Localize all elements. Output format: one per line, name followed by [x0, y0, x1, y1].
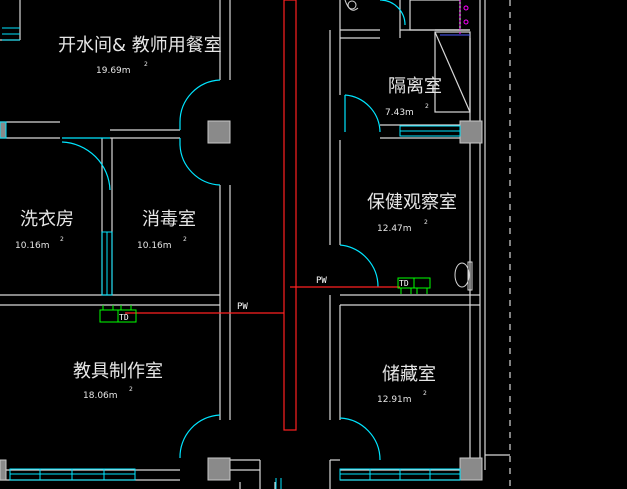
power-lines: [125, 0, 400, 431]
sockets: TD TD: [99, 277, 431, 323]
socket-left-1: [99, 305, 119, 323]
room-area: 7.43m: [385, 108, 414, 118]
column: [207, 120, 231, 144]
walls: [0, 0, 511, 489]
room-area: 10.16m: [15, 241, 50, 251]
room-area-unit: 2: [424, 219, 428, 226]
pw-label-right: PW: [316, 276, 327, 286]
room-area-unit: 2: [60, 236, 64, 243]
room-name: 开水间& 教师用餐室: [58, 35, 222, 56]
room-name: 保健观察室: [367, 192, 457, 213]
room-area: 18.06m: [83, 391, 118, 401]
fixtures: [344, 0, 473, 291]
sink-icon: [347, 0, 357, 10]
room-isolation: 隔离室 7.43m 2: [385, 76, 442, 118]
columns: [0, 120, 483, 481]
windows: [0, 27, 461, 489]
socket-left-label: TD: [119, 313, 129, 322]
doors: [61, 0, 471, 461]
room-area-unit: 2: [144, 61, 148, 68]
room-disinfect: 消毒室 10.16m 2: [137, 209, 196, 251]
room-area: 12.47m: [377, 224, 412, 234]
room-area-unit: 2: [425, 103, 429, 110]
column: [0, 459, 7, 481]
column: [0, 121, 7, 139]
room-storage: 储藏室 12.91m 2: [377, 364, 436, 405]
column: [207, 457, 231, 481]
socket-left-2: TD: [117, 305, 137, 323]
room-observation: 保健观察室 12.47m 2: [367, 192, 457, 234]
room-canteen: 开水间& 教师用餐室 19.69m 2: [58, 35, 222, 76]
column: [459, 457, 483, 481]
room-teaching-aids: 教具制作室 18.06m 2: [73, 361, 163, 401]
room-area: 19.69m: [96, 66, 131, 76]
room-name: 消毒室: [142, 209, 196, 230]
corridor-duct: [283, 0, 297, 431]
room-area-unit: 2: [183, 236, 187, 243]
room-name: 教具制作室: [73, 361, 163, 382]
room-area-unit: 2: [423, 390, 427, 397]
pw-label-left: PW: [237, 302, 248, 312]
room-area-unit: 2: [129, 386, 133, 393]
column: [459, 120, 483, 144]
socket-right-label: TD: [399, 279, 409, 288]
room-laundry: 洗衣房 10.16m 2: [15, 209, 74, 251]
room-area: 10.16m: [137, 241, 172, 251]
socket-right-2: [413, 277, 431, 294]
socket-right-1: TD: [397, 277, 415, 294]
room-name: 隔离室: [388, 76, 442, 97]
room-area: 12.91m: [377, 395, 412, 405]
room-name: 储藏室: [382, 364, 436, 385]
room-name: 洗衣房: [20, 209, 74, 230]
toilet-icon: [454, 262, 470, 288]
